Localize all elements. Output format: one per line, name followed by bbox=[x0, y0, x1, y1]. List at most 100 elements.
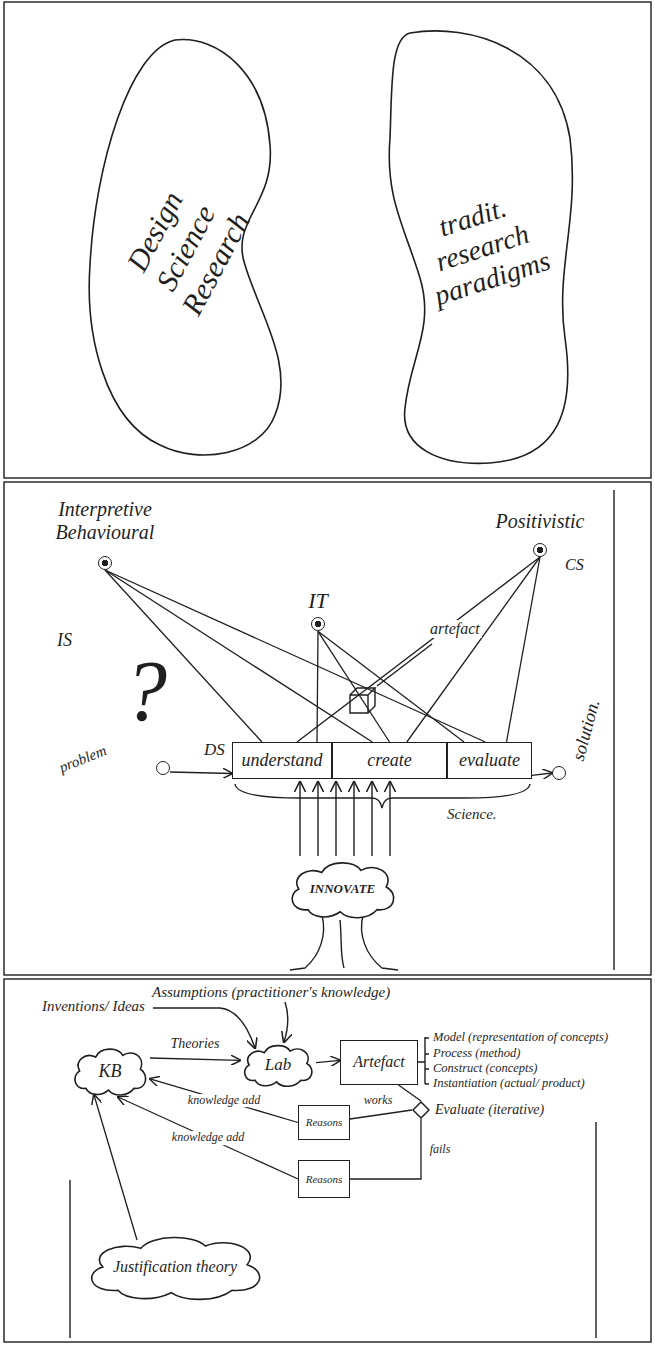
node-text: IT bbox=[308, 588, 328, 613]
panel-frame bbox=[4, 979, 651, 1342]
node-text: KB bbox=[98, 1061, 121, 1082]
theory-cloud: Justification theory bbox=[80, 1232, 270, 1302]
node-text: Artefact bbox=[353, 1053, 405, 1071]
connector bbox=[94, 1095, 137, 1240]
innovation-arrow bbox=[299, 782, 300, 856]
node-text: understand bbox=[242, 750, 323, 771]
node-text: Justification theory bbox=[113, 1258, 237, 1276]
innovation-arrow bbox=[317, 782, 318, 856]
margin-line bbox=[613, 490, 614, 970]
artefact-type: Model (representation of concepts) bbox=[431, 1030, 610, 1044]
artefact-label: artefact bbox=[428, 620, 482, 638]
artefact-type: Construct (concepts) bbox=[431, 1061, 540, 1075]
connector bbox=[150, 1058, 240, 1060]
process-box: evaluate bbox=[447, 742, 532, 779]
input-label: Assumptions (practitioner's knowledge) bbox=[150, 984, 392, 1001]
area-label: IS bbox=[55, 630, 74, 651]
node-circle bbox=[311, 617, 325, 631]
paradigm-blob: tradit. research paradigms bbox=[380, 28, 585, 468]
node-text: Lab bbox=[265, 1055, 291, 1075]
cloud-shape bbox=[75, 1049, 146, 1095]
margin-line bbox=[595, 1122, 596, 1338]
connector bbox=[297, 557, 540, 742]
reasons-box: Reasons bbox=[298, 1105, 350, 1140]
problem-marker: problem bbox=[58, 748, 170, 788]
cloud-shape bbox=[292, 863, 394, 918]
panel-frame bbox=[4, 2, 651, 478]
input-arrow bbox=[284, 1002, 288, 1042]
connector bbox=[105, 570, 485, 742]
node-text: INNOVATE bbox=[310, 882, 376, 897]
edge-label: knowledge add bbox=[170, 1131, 246, 1145]
connector bbox=[507, 557, 541, 742]
connector bbox=[170, 772, 232, 774]
node-text: create bbox=[367, 750, 411, 771]
paradigm-point: IT bbox=[293, 588, 343, 631]
node-text: Positivistic bbox=[496, 510, 585, 533]
cloud-shape bbox=[92, 1238, 260, 1300]
node-text: problem bbox=[57, 742, 109, 777]
input-label: Inventions/ Ideas bbox=[40, 998, 147, 1015]
input-arrow bbox=[153, 1008, 255, 1048]
solution-marker: solution. bbox=[552, 692, 607, 787]
node-text: Reasons bbox=[306, 1173, 343, 1186]
innovation-arrow bbox=[371, 782, 372, 856]
connector bbox=[150, 1079, 298, 1123]
cloud-shape bbox=[245, 1046, 312, 1087]
decision-diamond bbox=[412, 1101, 430, 1119]
artefact-bracket bbox=[418, 1037, 429, 1084]
process-box: understand bbox=[232, 742, 332, 779]
tree-trunk bbox=[290, 915, 398, 970]
node-text: Reasons bbox=[306, 1116, 343, 1129]
edge-label: knowledge add bbox=[186, 1094, 262, 1108]
edge-label: works bbox=[362, 1094, 395, 1108]
node-circle bbox=[533, 543, 547, 557]
node-text: evaluate bbox=[459, 750, 520, 771]
leader-line bbox=[377, 644, 432, 686]
process-box: create bbox=[332, 742, 447, 779]
artefact-box: Artefact bbox=[340, 1040, 418, 1085]
paradigm-point: Positivistic bbox=[480, 510, 600, 557]
margin-line bbox=[69, 1180, 70, 1338]
blob-shape bbox=[89, 40, 281, 455]
connector bbox=[399, 1085, 422, 1101]
connector bbox=[105, 570, 372, 742]
connector bbox=[318, 631, 390, 742]
area-label: CS bbox=[563, 556, 586, 574]
node-text: Interpretive Behavioural bbox=[40, 498, 170, 544]
knowledge-base-cloud: KB bbox=[70, 1045, 150, 1097]
question-mark: ? bbox=[122, 648, 169, 734]
artefact-type: Instantiation (actual/ product) bbox=[431, 1076, 587, 1090]
connector bbox=[532, 773, 552, 775]
node-text: solution. bbox=[568, 697, 604, 763]
innovation-arrow bbox=[389, 782, 390, 856]
blob-shape bbox=[389, 31, 572, 463]
edge-label: Theories bbox=[169, 1036, 222, 1052]
reasons-box: Reasons bbox=[298, 1160, 350, 1198]
science-brace bbox=[235, 784, 530, 808]
area-label: DS bbox=[202, 740, 227, 760]
paradigm-blob: Design Science Research bbox=[80, 35, 290, 460]
paradigm-point: Interpretive Behavioural bbox=[40, 498, 170, 570]
panel-frame bbox=[4, 482, 651, 975]
connector bbox=[316, 1060, 340, 1062]
node-circle bbox=[156, 761, 170, 775]
science-label: Science. bbox=[445, 806, 499, 823]
drawing-strokes bbox=[4, 2, 651, 1342]
lab-cloud: Lab bbox=[240, 1042, 316, 1088]
connector bbox=[118, 1097, 298, 1179]
connector bbox=[318, 631, 464, 742]
node-circle bbox=[552, 766, 566, 780]
artefact-type: Process (method) bbox=[431, 1046, 522, 1060]
connector bbox=[350, 1119, 421, 1179]
node-circle bbox=[98, 556, 112, 570]
innovation-arrow bbox=[353, 782, 354, 856]
innovation-arrow bbox=[335, 782, 336, 856]
connector bbox=[350, 1110, 412, 1119]
edge-label: fails bbox=[428, 1143, 453, 1157]
decision-diamond-shape bbox=[413, 1102, 429, 1118]
tree-crown: INNOVATE bbox=[285, 858, 400, 920]
evaluate-decision: Evaluate (iterative) bbox=[412, 1101, 544, 1119]
